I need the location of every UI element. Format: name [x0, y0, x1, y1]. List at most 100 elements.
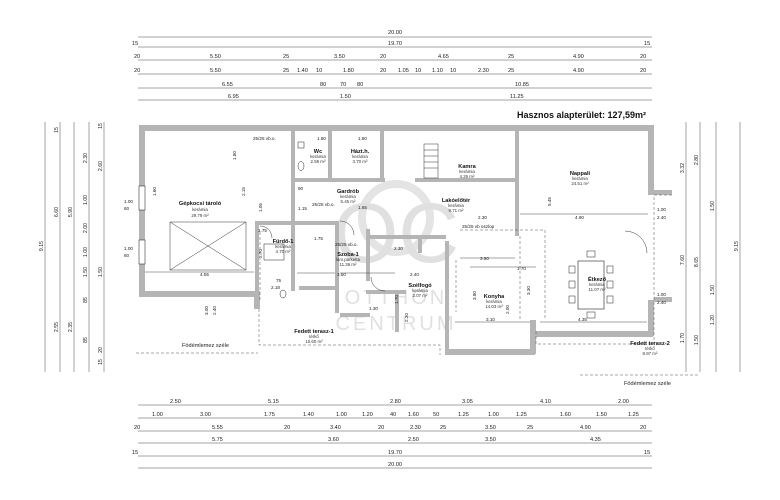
room-area: 4.70 m²	[276, 249, 291, 254]
left-dim: 15	[98, 359, 104, 365]
top-dim: 10	[450, 68, 456, 74]
left-dim: 2.35	[68, 322, 74, 332]
bottom-dim: 19.70	[388, 450, 402, 456]
top-dim: 4.65	[438, 54, 449, 60]
room-area: 29.79 m²	[191, 213, 209, 218]
right-dim: 9.15	[734, 241, 740, 251]
inner-dim: 1.65	[358, 205, 367, 210]
top-dim: 15	[644, 41, 650, 47]
inner-dim: 5.45	[547, 197, 552, 206]
top-dim: 10	[316, 68, 322, 74]
right-dim: 1.50	[710, 285, 716, 295]
room-finish: kerámia	[412, 288, 428, 293]
room-finish: kerámia	[486, 299, 502, 304]
left-dim: 1.50	[98, 267, 104, 277]
bottom-dim: 5.75	[212, 437, 223, 443]
top-dim: 25	[508, 68, 514, 74]
bottom-dim: 1.75	[264, 412, 275, 418]
top-dim: 6.95	[228, 94, 239, 100]
inner-dim: 1.70	[517, 266, 526, 271]
right-dim: 1.50	[710, 201, 716, 211]
room-area: 4.26 m²	[460, 174, 475, 179]
room-name-garage: Gépkocsi tároló	[179, 201, 222, 207]
room-area: 9.71 m²	[449, 208, 464, 213]
plan-notes: Födémlemez széle Födémlemez széle 25/25 …	[182, 136, 671, 387]
inner-dim: 1.75	[314, 236, 323, 241]
room-area: 11.07 m²	[588, 287, 606, 292]
inner-dim: 3.10	[486, 317, 495, 322]
right-dim: 3.32	[680, 163, 686, 173]
bottom-dim: 20	[640, 425, 646, 431]
right-dim: 7.60	[680, 255, 686, 265]
inner-dim: 1.15	[298, 206, 307, 211]
bottom-dim: 1.25	[516, 412, 527, 418]
top-dim: 20	[640, 68, 646, 74]
left-dim: 85	[83, 297, 89, 303]
building-walls	[138, 125, 672, 355]
top-dim: 4.90	[573, 68, 584, 74]
room-name-pantry: Kamra	[458, 164, 476, 170]
inner-dim: 2.00	[505, 305, 510, 314]
bottom-dim: 20	[284, 425, 290, 431]
room-name-utility: Házt.h.	[351, 149, 370, 155]
room-name-dining: Étkező	[588, 275, 607, 283]
bottom-dim: 15	[644, 450, 650, 456]
bottom-dim: 2.00	[618, 399, 629, 405]
top-dim: 80	[320, 82, 326, 88]
right-dim: 8.65	[694, 257, 700, 267]
top-dim: 5.50	[210, 68, 221, 74]
room-name-porch: Szélfogó	[408, 283, 432, 289]
bottom-dimension-chains: 2.50 5.15 2.80 3.05 4.10 2.00 1.00 3.00 …	[132, 399, 652, 469]
left-dim: 5.90	[68, 207, 74, 217]
room-area: 10.60 m²	[305, 339, 323, 344]
room-name-terrace-2: Fedett terasz-2	[630, 341, 669, 347]
bottom-dim: 1.00	[488, 412, 499, 418]
bottom-dim: 5.55	[212, 425, 223, 431]
bottom-dim: 40	[390, 412, 396, 418]
inner-dim: 1.60	[152, 187, 157, 196]
left-dimension-chains: 9.15 6.60 2.55 5.90 2.35 2.30 1.00 2.00 …	[39, 122, 105, 372]
bottom-dim: 3.00	[200, 412, 211, 418]
top-dim: 80	[357, 82, 363, 88]
top-dim: 19.70	[388, 41, 402, 47]
inner-dim: 3.50	[337, 272, 346, 277]
inner-dim: 1.30	[369, 306, 378, 311]
top-dim: 3.50	[334, 54, 345, 60]
bottom-dim: 4.35	[590, 437, 601, 443]
top-dim: 1.80	[343, 68, 354, 74]
right-dim: 2.80	[694, 155, 700, 165]
top-dimension-chains: 20.00 15 19.70 15 20 5.50 25 3.50 20 4.6…	[132, 30, 652, 101]
left-dim: 2.55	[54, 322, 60, 332]
inner-dim: 3.80	[472, 291, 477, 300]
inner-dim: 1.70	[394, 295, 399, 304]
inner-dim: 1.00	[124, 246, 133, 251]
usable-area-title: Hasznos alapterület: 127,59m²	[517, 110, 646, 120]
inner-dim: 60	[124, 253, 130, 258]
plan-details	[136, 141, 700, 376]
top-dim: 70	[340, 82, 346, 88]
inner-dim: 2.20	[404, 313, 409, 322]
bottom-dim: 1.40	[303, 412, 314, 418]
left-dim: 2.00	[83, 223, 89, 233]
bottom-dim: 1.25	[628, 412, 639, 418]
room-name-hall: Lakóelőtér	[442, 198, 471, 204]
inner-dim: 1.00	[657, 292, 666, 297]
room-area: 2.59 m²	[311, 159, 326, 164]
room-name-wardrobe: Gardrób	[337, 189, 360, 195]
top-dim: 4.90	[573, 54, 584, 60]
bottom-dim: 3.60	[328, 437, 339, 443]
inner-dim: 2.15	[241, 187, 246, 196]
slab-edge-note: Födémlemez széle	[182, 343, 229, 349]
room-finish: térkő	[309, 334, 319, 339]
room-name-bedroom: Szoba-1	[337, 252, 358, 258]
left-dim: 85	[83, 337, 89, 343]
bottom-dim: 1.50	[596, 412, 607, 418]
beam-note: 25/25 vb oszlop	[462, 224, 495, 229]
top-dim: 10	[415, 68, 421, 74]
top-dim: 15	[132, 41, 138, 47]
top-dim: 5.50	[210, 54, 221, 60]
room-name-terrace-1: Fedett terasz-1	[294, 329, 333, 335]
top-dim: 6.55	[222, 82, 233, 88]
room-finish: kerámia	[459, 169, 475, 174]
